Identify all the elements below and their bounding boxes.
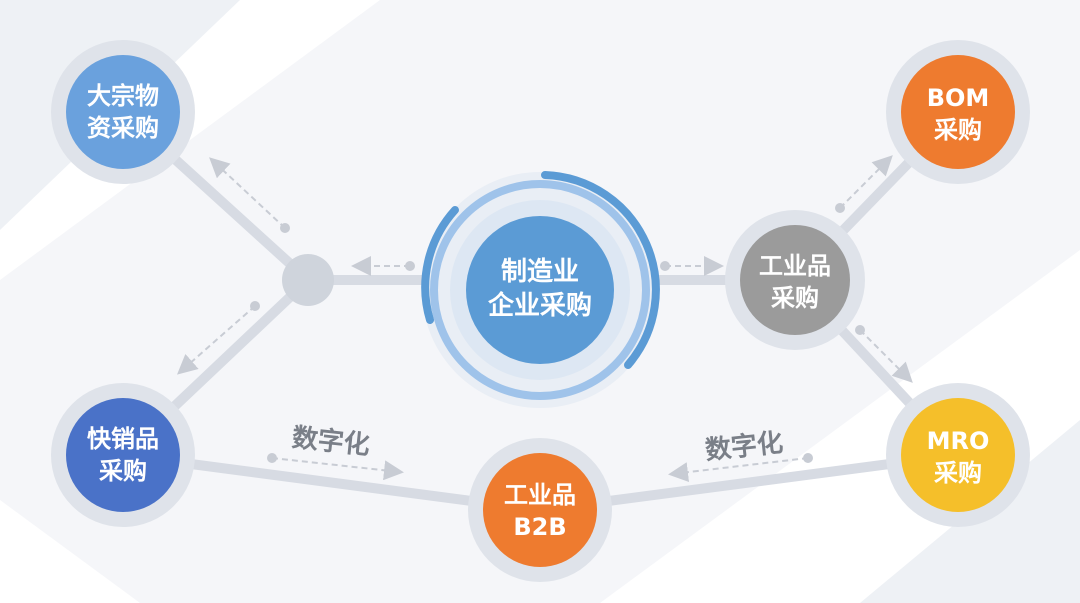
node-b2b-line2: B2B (513, 513, 566, 541)
node-fmcg-line2: 采购 (99, 457, 147, 485)
arrow-dots (250, 203, 865, 463)
hub-junction (282, 254, 334, 306)
node-bom-line1: BOM (927, 84, 990, 112)
arrow-to-fmcg (176, 305, 256, 375)
node-b2b: 工业品 B2B (468, 438, 612, 582)
arrow-to-bulk (209, 157, 286, 229)
node-bom: BOM 采购 (886, 40, 1030, 184)
node-bulk-line1: 大宗物 (87, 82, 159, 110)
node-bulk-materials: 大宗物 资采购 (51, 40, 195, 184)
node-mro-circle (901, 398, 1015, 512)
node-industrial-circle (740, 225, 850, 335)
node-fmcg-circle (66, 398, 180, 512)
node-b2b-line1: 工业品 (504, 481, 576, 509)
center-node-line1: 制造业 (501, 257, 579, 287)
node-mro: MRO 采购 (886, 383, 1030, 527)
node-mro-line1: MRO (927, 427, 990, 455)
node-b2b-circle (483, 453, 597, 567)
node-fmcg-line1: 快销品 (87, 425, 159, 453)
node-fmcg: 快销品 采购 (51, 383, 195, 527)
center-node-line2: 企业采购 (488, 290, 592, 321)
arrow-fmcg-to-b2b (271, 457, 404, 481)
node-mro-line2: 采购 (934, 459, 982, 487)
center-node-circle (466, 216, 614, 364)
center-node: 制造业 企业采购 (421, 171, 660, 408)
center-ring-arc-left (421, 206, 459, 324)
node-industrial-line1: 工业品 (759, 252, 831, 280)
node-industrial: 工业品 采购 (725, 210, 865, 350)
node-industrial-line2: 采购 (771, 284, 819, 312)
node-bulk-circle (66, 55, 180, 169)
node-bulk-line2: 资采购 (87, 114, 159, 142)
center-ring-arc-right (541, 171, 660, 369)
arrow-to-bom (839, 155, 893, 209)
arrow-to-mro (859, 329, 913, 383)
node-bom-line2: 采购 (934, 116, 982, 144)
arrow-mro-to-b2b (668, 457, 809, 483)
node-bom-circle (901, 55, 1015, 169)
dashed-arrows (176, 155, 913, 483)
